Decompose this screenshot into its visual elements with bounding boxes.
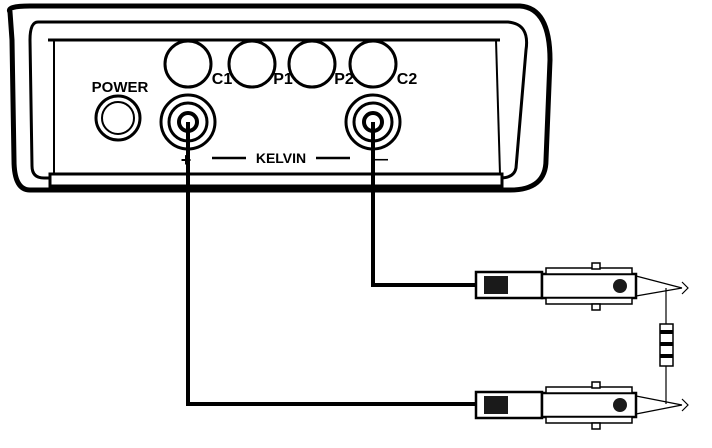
clip-upper-rail-bottom — [545, 297, 633, 305]
panel-bottom-lip — [48, 172, 504, 188]
top-jacks: C1 P1 P2 C2 — [163, 39, 418, 89]
test-leads — [186, 122, 478, 406]
jack-c2-label: C2 — [397, 71, 418, 88]
clip-upper-spring-tab-bottom — [591, 303, 601, 311]
power-control: POWER — [92, 79, 149, 142]
clip-lower-rail-top — [545, 386, 633, 394]
resistor-band-2 — [660, 342, 673, 346]
clip-lower-tip-top — [635, 395, 683, 406]
clip-upper-pivot — [613, 279, 627, 293]
clip-upper-spring-tab-top — [591, 262, 601, 270]
jack-p2-label: P2 — [334, 71, 354, 88]
clip-upper-jaw-insert — [484, 276, 508, 294]
lead-plus-wire — [186, 122, 478, 406]
jack-p1-label: P1 — [273, 71, 293, 88]
jack-c1-label: C1 — [212, 71, 233, 88]
panel-right-edge — [495, 39, 501, 175]
kelvin-clip-lower[interactable] — [474, 381, 689, 430]
instrument-housing — [7, 3, 553, 193]
jack-c2[interactable] — [348, 39, 398, 89]
clip-lower-rail-bottom — [545, 416, 633, 424]
jack-p2[interactable] — [287, 39, 337, 89]
kelvin-minus-sign: — — [372, 151, 388, 168]
clip-lower-tip-jaw — [681, 398, 689, 412]
kelvin-clip-upper[interactable] — [474, 262, 689, 311]
power-button-inner — [101, 101, 135, 135]
resistor-band-1 — [660, 330, 673, 334]
clip-upper-rail-top — [545, 267, 633, 275]
power-label: POWER — [92, 79, 149, 96]
kelvin-label: KELVIN — [256, 150, 306, 166]
resistor-band-3 — [660, 354, 673, 358]
clip-lower-spring-tab-bottom — [591, 422, 601, 430]
clip-upper-tip-bottom — [635, 287, 683, 297]
device-under-test — [659, 288, 674, 404]
clip-lower-tip-bottom — [635, 404, 683, 415]
clip-upper-tip-jaw — [681, 281, 689, 295]
clip-lower-pivot — [613, 398, 627, 412]
lead-minus-wire — [371, 122, 478, 287]
clip-lower-jaw-insert — [484, 396, 508, 414]
jack-c1[interactable] — [163, 39, 213, 89]
clip-lower-spring-tab-top — [591, 381, 601, 389]
clip-upper-tip-top — [635, 275, 683, 289]
jack-p1[interactable] — [227, 39, 277, 89]
